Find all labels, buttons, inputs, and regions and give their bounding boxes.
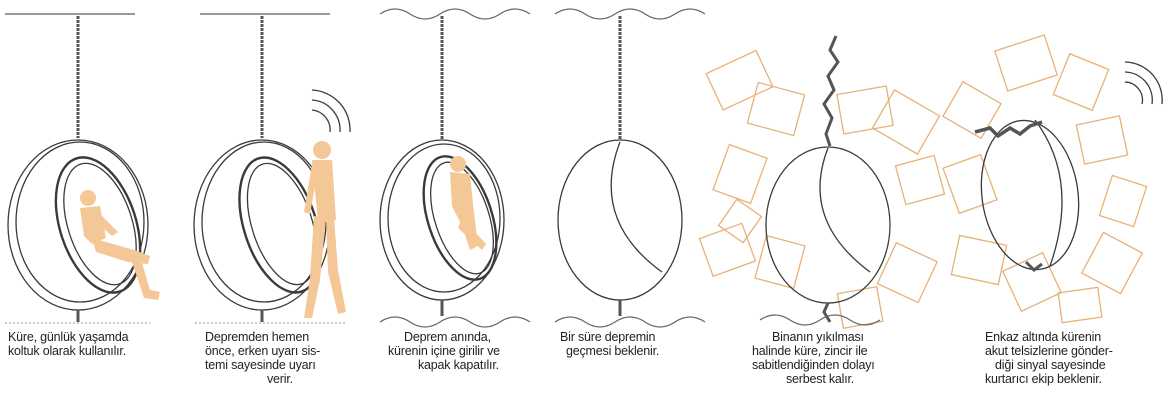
debris-fragments <box>699 50 944 328</box>
caption-panel-3: Deprem anında, kürenin içine girilir ve … <box>388 330 500 372</box>
signal-waves-icon <box>312 90 350 132</box>
caption-line: serbest kalır. <box>752 372 875 386</box>
caption-line: Enkaz altında kürenin <box>985 330 1113 344</box>
caption-line: Deprem anında, <box>388 330 500 344</box>
caption-line: temi sayesinde uyarı <box>205 358 320 372</box>
caption-line: koltuk olarak kullanılır. <box>8 344 128 358</box>
sphere-shell <box>972 114 1088 276</box>
caption-line: geçmesi beklenir. <box>560 344 659 358</box>
caption-line: Depremden hemen <box>205 330 320 344</box>
debris-fragments <box>943 35 1147 323</box>
signal-waves-icon <box>1125 62 1162 104</box>
ceiling-wave <box>380 9 530 19</box>
sphere-shell-inner <box>16 142 144 302</box>
caption-panel-4: Bir süre depremin geçmesi beklenir. <box>560 330 659 358</box>
caption-line: verir. <box>205 372 320 386</box>
sphere-shell-inner <box>202 142 326 302</box>
caption-line: Bir süre depremin <box>560 330 659 344</box>
sphere-shell <box>558 140 682 300</box>
floor-wave <box>760 315 880 325</box>
panel-2-illustration <box>194 14 350 323</box>
sphere-shell-inner <box>388 144 500 292</box>
caption-line: Küre, günlük yaşamda <box>8 330 128 344</box>
broken-chain <box>824 36 838 146</box>
panel-5-illustration <box>699 36 944 328</box>
floor-wave <box>380 317 530 327</box>
caption-line: diği sinyal sayesinde <box>985 358 1113 372</box>
panel-4-illustration <box>555 9 705 327</box>
panel-6-illustration <box>943 35 1162 323</box>
caption-panel-6: Enkaz altında kürenin akut telsizlerine … <box>985 330 1113 386</box>
caption-panel-1: Küre, günlük yaşamda koltuk olarak kulla… <box>8 330 128 358</box>
sphere-seam <box>611 142 662 272</box>
walking-person-figure <box>304 141 346 318</box>
panel-3-illustration <box>380 9 530 327</box>
caption-line: halinde küre, zincir ile <box>752 344 875 358</box>
caption-line: sabitlendiğinden dolayı <box>752 358 875 372</box>
caption-line: kürenin içine girilir ve <box>388 344 500 358</box>
broken-chain-bottom <box>824 303 830 322</box>
caption-line: Binanın yıkılması <box>752 330 875 344</box>
sphere-seam <box>1035 120 1062 266</box>
caption-panel-5: Binanın yıkılması halinde küre, zincir i… <box>752 330 875 386</box>
floor-wave <box>555 317 705 327</box>
ceiling-wave <box>555 9 705 19</box>
caption-line: akut telsizlerine gönder- <box>985 344 1113 358</box>
caption-line: önce, erken uyarı sis- <box>205 344 320 358</box>
caption-line: kurtarıcı ekip beklenir. <box>985 372 1113 386</box>
caption-line: kapak kapatılır. <box>388 358 500 372</box>
panel-1-illustration <box>5 14 160 323</box>
sphere-seam <box>820 148 870 272</box>
caption-panel-2: Depremden hemen önce, erken uyarı sis- t… <box>205 330 320 386</box>
